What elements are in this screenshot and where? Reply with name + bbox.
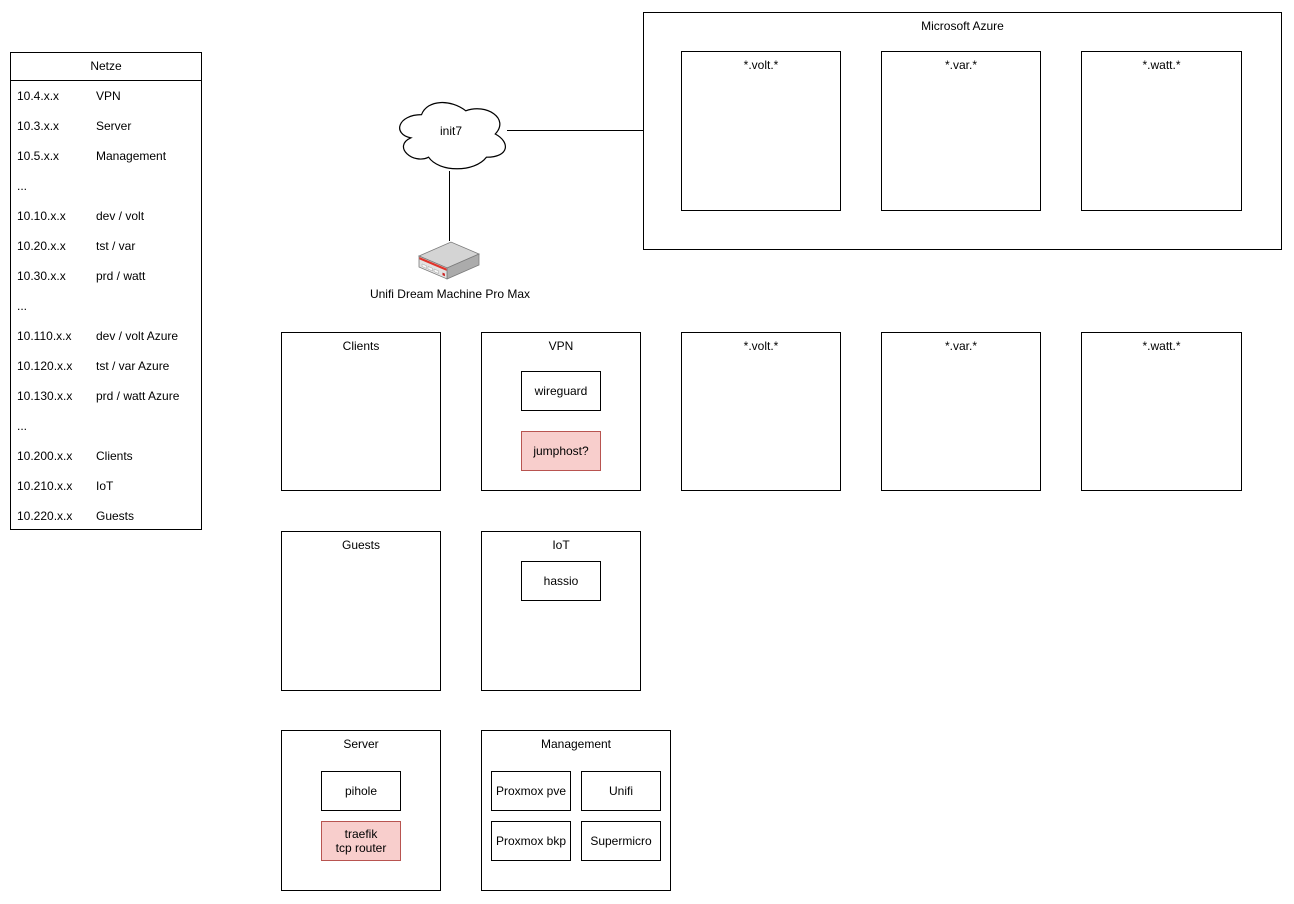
netze-table-title: Netze (11, 53, 201, 81)
network-range: 10.3.x.x (17, 119, 60, 133)
network-range: 10.5.x.x (17, 149, 60, 163)
network-range: 10.130.x.x (17, 389, 73, 403)
network-range: 10.120.x.x (17, 359, 73, 373)
group-title: Guests (341, 538, 380, 552)
network-name: Server (96, 119, 132, 133)
zone-label: *.var.* (944, 58, 977, 72)
group-iot: IoT (481, 531, 641, 691)
zone-label: *.volt.* (743, 339, 779, 353)
local-zone-var: *.var.* (881, 332, 1041, 491)
local-zone-volt: *.volt.* (681, 332, 841, 491)
table-row: 10.30.x.x prd / watt (11, 261, 201, 291)
network-name: VPN (96, 89, 121, 103)
group-title: VPN (548, 339, 574, 353)
network-name: Management (96, 149, 167, 163)
azure-title: Microsoft Azure (921, 19, 1004, 33)
azure-zone-volt: *.volt.* (681, 51, 841, 211)
table-row: 10.220.x.x Guests (11, 501, 201, 531)
network-range: 10.200.x.x (17, 449, 73, 463)
network-range: 10.110.x.x (17, 329, 72, 343)
table-row: 10.4.x.x VPN (11, 81, 201, 111)
table-row: ... (11, 411, 201, 441)
group-title: Clients (342, 339, 380, 353)
cloud-label: init7 (439, 124, 462, 138)
table-row: 10.120.x.x tst / var Azure (11, 351, 201, 381)
group-title: Management (540, 737, 612, 751)
network-name: Clients (96, 449, 133, 463)
internet-cloud-icon (399, 101, 506, 170)
network-range: ... (17, 179, 28, 193)
network-range: ... (17, 419, 28, 433)
zone-label: *.volt.* (743, 58, 779, 72)
table-row: 10.3.x.x Server (11, 111, 201, 141)
router-icon (418, 241, 480, 280)
connector-cloud-router (449, 171, 450, 241)
node-hassio: hassio (521, 561, 601, 601)
network-name: prd / watt (96, 269, 146, 283)
group-title: IoT (552, 538, 570, 552)
zone-label: *.var.* (944, 339, 977, 353)
node-wireguard: wireguard (521, 371, 601, 411)
table-row: 10.110.x.x dev / volt Azure (11, 321, 201, 351)
router-label: Unifi Dream Machine Pro Max (369, 287, 531, 301)
netze-table-body: 10.4.x.x VPN 10.3.x.x Server 10.5.x.x Ma… (11, 81, 201, 531)
node-unifi: Unifi (581, 771, 661, 811)
azure-zone-var: *.var.* (881, 51, 1041, 211)
table-row: 10.5.x.x Management (11, 141, 201, 171)
network-name: dev / volt (96, 209, 145, 223)
local-zone-watt: *.watt.* (1081, 332, 1242, 491)
group-guests: Guests (281, 531, 441, 691)
node-proxmox-bkp: Proxmox bkp (491, 821, 571, 861)
zone-label: *.watt.* (1142, 58, 1181, 72)
table-row: ... (11, 291, 201, 321)
network-range: 10.30.x.x (17, 269, 66, 283)
table-row: 10.20.x.x tst / var (11, 231, 201, 261)
table-row: 10.10.x.x dev / volt (11, 201, 201, 231)
network-range: 10.4.x.x (17, 89, 60, 103)
network-name: tst / var (96, 239, 136, 253)
group-clients: Clients (281, 332, 441, 491)
network-name: prd / watt Azure (96, 389, 180, 403)
group-title: Server (343, 737, 379, 751)
network-name: IoT (96, 479, 114, 493)
network-name: tst / var Azure (96, 359, 170, 373)
network-name: dev / volt Azure (96, 329, 179, 343)
network-range: 10.210.x.x (17, 479, 73, 493)
network-range: ... (17, 299, 28, 313)
network-range: 10.10.x.x (17, 209, 66, 223)
table-row: 10.130.x.x prd / watt Azure (11, 381, 201, 411)
node-jumphost: jumphost? (521, 431, 601, 471)
connector-cloud-azure (507, 130, 643, 131)
node-traefik-tcp-router: traefik tcp router (321, 821, 401, 861)
node-pihole: pihole (321, 771, 401, 811)
node-supermicro: Supermicro (581, 821, 661, 861)
netze-table: Netze 10.4.x.x VPN 10.3.x.x Server 10.5.… (10, 52, 202, 530)
zone-label: *.watt.* (1142, 339, 1181, 353)
table-row: ... (11, 171, 201, 201)
node-proxmox-pve: Proxmox pve (491, 771, 571, 811)
network-range: 10.220.x.x (17, 509, 73, 523)
table-row: 10.200.x.x Clients (11, 441, 201, 471)
table-row: 10.210.x.x IoT (11, 471, 201, 501)
network-name: Guests (96, 509, 135, 523)
azure-zone-watt: *.watt.* (1081, 51, 1242, 211)
network-range: 10.20.x.x (17, 239, 66, 253)
